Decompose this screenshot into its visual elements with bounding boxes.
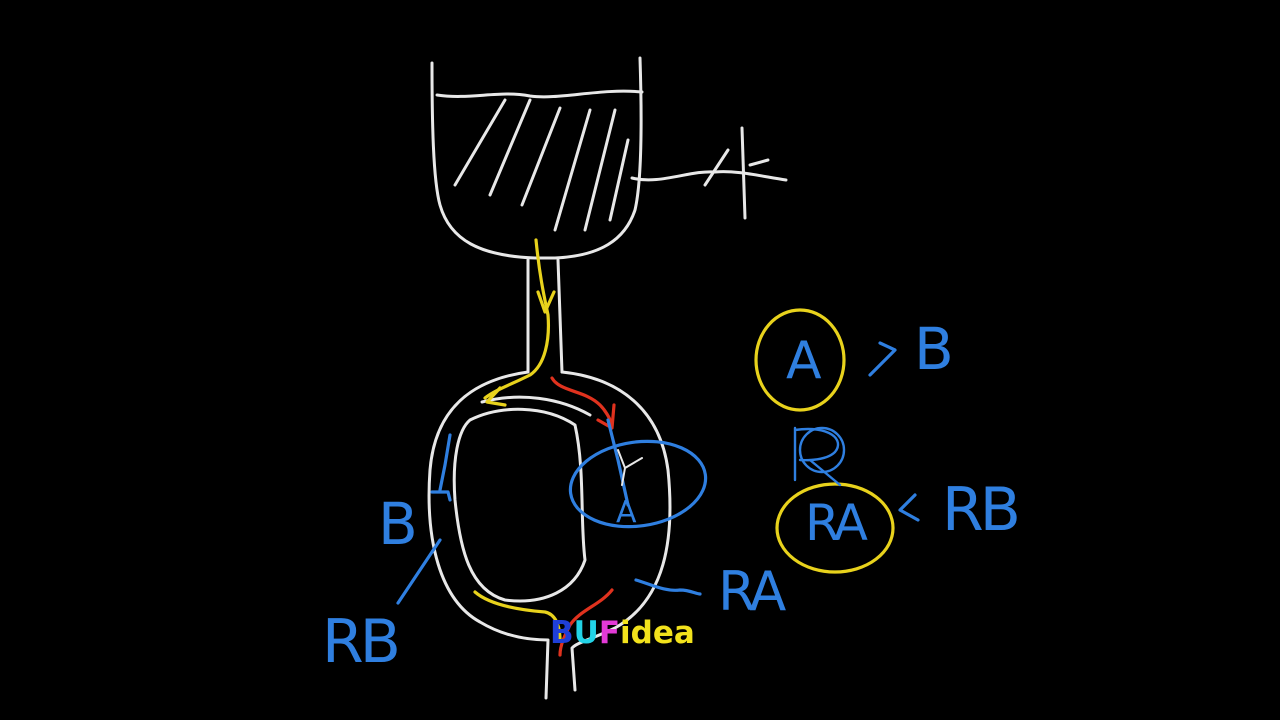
label-circled-ra: RA	[805, 494, 868, 552]
label-left-b: B	[378, 490, 418, 558]
label-right-rb: RB	[942, 475, 1021, 545]
yellow-circles	[754, 308, 895, 574]
watermark-letter-u: U	[573, 615, 599, 651]
bufidea-watermark: BUFidea	[550, 618, 695, 649]
watermark-word-idea: idea	[620, 615, 695, 651]
label-right-ra: RA	[718, 560, 786, 623]
watermark-letter-f: F	[598, 615, 621, 651]
yellow-flow-arrows	[473, 238, 562, 642]
label-right-b: B	[914, 315, 954, 383]
reservoir-drawing	[430, 56, 788, 260]
blue-annotations	[396, 341, 920, 605]
inner-marks	[617, 449, 643, 486]
watermark-letter-b: B	[550, 615, 574, 651]
loop-drawing	[427, 370, 672, 700]
pipe-drawing	[526, 258, 564, 374]
scribbled-label	[793, 426, 846, 487]
red-flow-arrows	[550, 376, 616, 657]
label-left-rb: RB	[322, 607, 401, 677]
label-circled-a: A	[786, 331, 822, 391]
label-inner-a: A	[616, 495, 637, 530]
